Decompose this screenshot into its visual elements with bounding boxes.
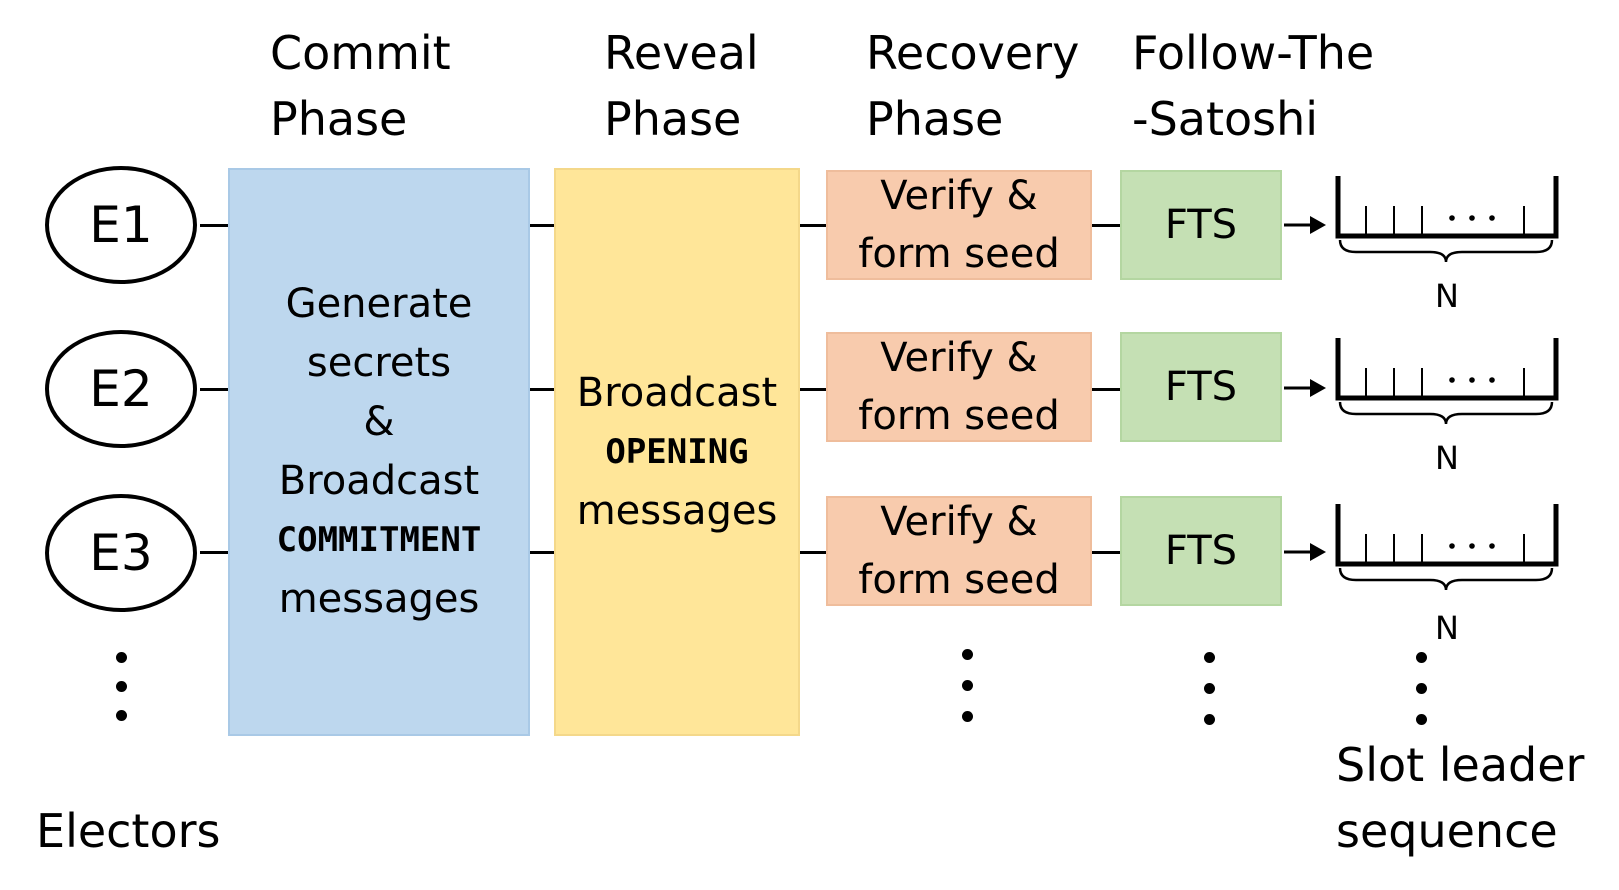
elector-ellipsis-dot [116, 652, 127, 663]
elector-ellipsis-dot [116, 681, 127, 692]
brace-icon [1338, 567, 1554, 591]
commit-phase-header: Commit Phase [270, 26, 451, 146]
verify-box-2: Verify & form seed [826, 332, 1092, 442]
slot-leader-sequence-label: Slot leader sequence [1336, 738, 1585, 858]
reveal-phase-header: Reveal Phase [604, 26, 759, 146]
fts-box-2: FTS [1120, 332, 1282, 442]
elector-e2: E2 [45, 330, 197, 448]
brace-icon [1338, 239, 1554, 263]
recovery-phase-header: Recovery Phase [866, 26, 1080, 146]
slot-size-label-1: N [1435, 277, 1459, 315]
slot-sequence-row-2 [1284, 338, 1559, 425]
slot-array-frame [1335, 504, 1559, 567]
recovery-ellipsis-dot [962, 680, 973, 691]
slot-ellipsis-dot [1416, 714, 1427, 725]
elector-e3: E3 [45, 494, 197, 612]
slot-array-frame [1335, 176, 1559, 239]
arrow-head-icon [1310, 543, 1326, 561]
slot-ellipsis-dot [1416, 652, 1427, 663]
fts-box-3: FTS [1120, 496, 1282, 606]
arrow-head-icon [1310, 216, 1326, 234]
opening-keyword: OPENING [605, 431, 749, 472]
slot-sequence-row-1 [1284, 176, 1559, 263]
slot-array-frame [1335, 338, 1559, 401]
recovery-ellipsis-dot [962, 649, 973, 660]
brace-icon [1338, 401, 1554, 425]
verify-box-3: Verify & form seed [826, 496, 1092, 606]
fts-box-1: FTS [1120, 170, 1282, 280]
verify-box-1: Verify & form seed [826, 170, 1092, 280]
slot-size-label-3: N [1435, 609, 1459, 647]
fts-ellipsis-dot [1204, 683, 1215, 694]
arrow-head-icon [1310, 379, 1326, 397]
slot-ellipsis-dot [1416, 683, 1427, 694]
commitment-keyword: COMMITMENT [276, 520, 482, 560]
elector-e1: E1 [45, 166, 197, 284]
electors-label: Electors [36, 804, 221, 858]
reveal-phase-box: Broadcast OPENING messages [554, 168, 800, 736]
recovery-ellipsis-dot [962, 711, 973, 722]
follow-the-satoshi-header: Follow-The -Satoshi [1132, 26, 1375, 146]
slot-sequence-row-3 [1284, 504, 1559, 591]
commit-phase-box: Generate secrets & Broadcast COMMITMENT … [228, 168, 530, 736]
elector-ellipsis-dot [116, 710, 127, 721]
fts-ellipsis-dot [1204, 714, 1215, 725]
fts-ellipsis-dot [1204, 652, 1215, 663]
slot-size-label-2: N [1435, 439, 1459, 477]
